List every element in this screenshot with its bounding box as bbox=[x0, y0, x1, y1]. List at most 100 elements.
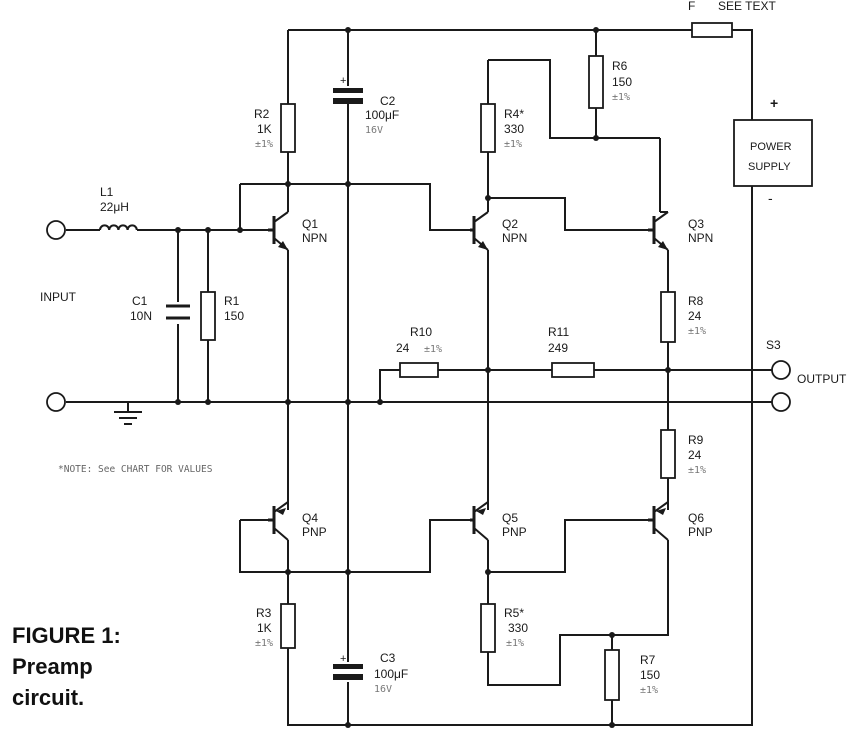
q5-type: PNP bbox=[502, 525, 527, 539]
r9-tolerance: ±1% bbox=[688, 465, 706, 476]
output-label: OUTPUT bbox=[797, 372, 847, 386]
caption-line-1: FIGURE 1: bbox=[12, 623, 121, 648]
q1-collector-bus bbox=[240, 183, 470, 231]
r1-name: R1 bbox=[224, 294, 240, 308]
r7-name: R7 bbox=[640, 653, 656, 667]
l1-inductor bbox=[99, 224, 138, 231]
r5-tolerance: ±1% bbox=[506, 638, 524, 649]
s3-label: S3 bbox=[766, 338, 781, 352]
junction-dot bbox=[345, 722, 351, 728]
junction-dot bbox=[609, 632, 615, 638]
r11-value: 249 bbox=[548, 341, 568, 355]
q3-type: NPN bbox=[688, 231, 713, 245]
q6-collector bbox=[611, 540, 669, 725]
c2-plus: + bbox=[340, 75, 346, 87]
junction-dot bbox=[485, 367, 491, 373]
r10-value: 24 bbox=[396, 341, 410, 355]
r6-value: 150 bbox=[612, 75, 632, 89]
input-terminal-top bbox=[46, 220, 66, 240]
junction-dot bbox=[175, 399, 181, 405]
q3-transistor bbox=[648, 211, 669, 251]
q4-bus bbox=[239, 519, 470, 573]
c2-capacitor bbox=[333, 88, 363, 104]
r4-resistor bbox=[480, 103, 496, 153]
c2-value: 100μF bbox=[365, 108, 399, 122]
c3-value: 100μF bbox=[374, 667, 408, 681]
c3-voltage: 16V bbox=[374, 684, 392, 695]
junction-dot bbox=[237, 227, 243, 233]
q4-type: PNP bbox=[302, 525, 327, 539]
q4-transistor bbox=[268, 501, 289, 541]
psu-minus-label: - bbox=[768, 190, 773, 206]
r8-resistor bbox=[660, 291, 676, 343]
junction-dot bbox=[345, 569, 351, 575]
power-supply-box bbox=[733, 119, 813, 187]
r10-name: R10 bbox=[410, 325, 432, 339]
output-terminal-bottom bbox=[771, 392, 791, 412]
c1-name: C1 bbox=[132, 294, 148, 308]
r9-name: R9 bbox=[688, 433, 704, 447]
r6-tolerance: ±1% bbox=[612, 92, 630, 103]
q5-transistor bbox=[470, 501, 489, 541]
r8-name: R8 bbox=[688, 294, 704, 308]
c1-value: 10N bbox=[130, 309, 152, 323]
r5-name: R5* bbox=[504, 606, 524, 620]
q2-type: NPN bbox=[502, 231, 527, 245]
top-rail bbox=[288, 29, 753, 120]
ground-symbol bbox=[114, 402, 142, 425]
input-terminal-bottom bbox=[46, 392, 66, 412]
r4-value: 330 bbox=[504, 122, 524, 136]
r3-resistor bbox=[280, 603, 296, 649]
q2-name: Q2 bbox=[502, 217, 518, 231]
fuse-f bbox=[691, 22, 733, 38]
q5-to-q6-base bbox=[488, 519, 648, 573]
bottom-rail bbox=[287, 186, 753, 726]
r11-resistor bbox=[551, 362, 595, 378]
junction-dot bbox=[665, 367, 671, 373]
note-text: *NOTE: See CHART FOR VALUES bbox=[58, 464, 213, 475]
r10-resistor bbox=[399, 362, 439, 378]
r3-value: 1K bbox=[257, 621, 272, 635]
r4-name: R4* bbox=[504, 107, 524, 121]
psu-label-line2: SUPPLY bbox=[748, 161, 791, 173]
q6-transistor bbox=[648, 501, 669, 541]
r6-resistor bbox=[588, 55, 604, 109]
r11-name: R11 bbox=[548, 325, 569, 339]
l1-value: 22μH bbox=[100, 200, 129, 214]
output-line bbox=[379, 369, 772, 402]
r4-tolerance: ±1% bbox=[504, 139, 522, 150]
r2-resistor bbox=[280, 103, 296, 153]
r8-value: 24 bbox=[688, 309, 702, 323]
junction-dot bbox=[175, 227, 181, 233]
junction-dot bbox=[205, 227, 211, 233]
fuse-label: F bbox=[688, 0, 695, 13]
q4-name: Q4 bbox=[302, 511, 318, 525]
c2-name: C2 bbox=[380, 94, 396, 108]
r2-value: 1K bbox=[257, 122, 272, 136]
output-terminal-top bbox=[771, 360, 791, 380]
r9-resistor bbox=[660, 429, 676, 479]
q6-name: Q6 bbox=[688, 511, 704, 525]
q1-name: Q1 bbox=[302, 217, 318, 231]
r3-tolerance: ±1% bbox=[255, 638, 273, 649]
r5-value: 330 bbox=[508, 621, 528, 635]
wires bbox=[66, 29, 772, 726]
q2-top bbox=[488, 59, 660, 139]
junction-dot bbox=[593, 27, 599, 33]
q1-transistor bbox=[268, 211, 289, 251]
r1-value: 150 bbox=[224, 309, 244, 323]
psu-label-line1: POWER bbox=[750, 141, 792, 153]
r5-resistor bbox=[480, 603, 496, 653]
junction-dot bbox=[485, 569, 491, 575]
junction-dot bbox=[345, 399, 351, 405]
c3-name: C3 bbox=[380, 651, 396, 665]
junction-dot bbox=[285, 569, 291, 575]
junction-dot bbox=[485, 195, 491, 201]
junction-dot bbox=[345, 27, 351, 33]
r7-value: 150 bbox=[640, 668, 660, 682]
q2-transistor bbox=[470, 211, 489, 251]
q1-type: NPN bbox=[302, 231, 327, 245]
junction-dot bbox=[593, 135, 599, 141]
